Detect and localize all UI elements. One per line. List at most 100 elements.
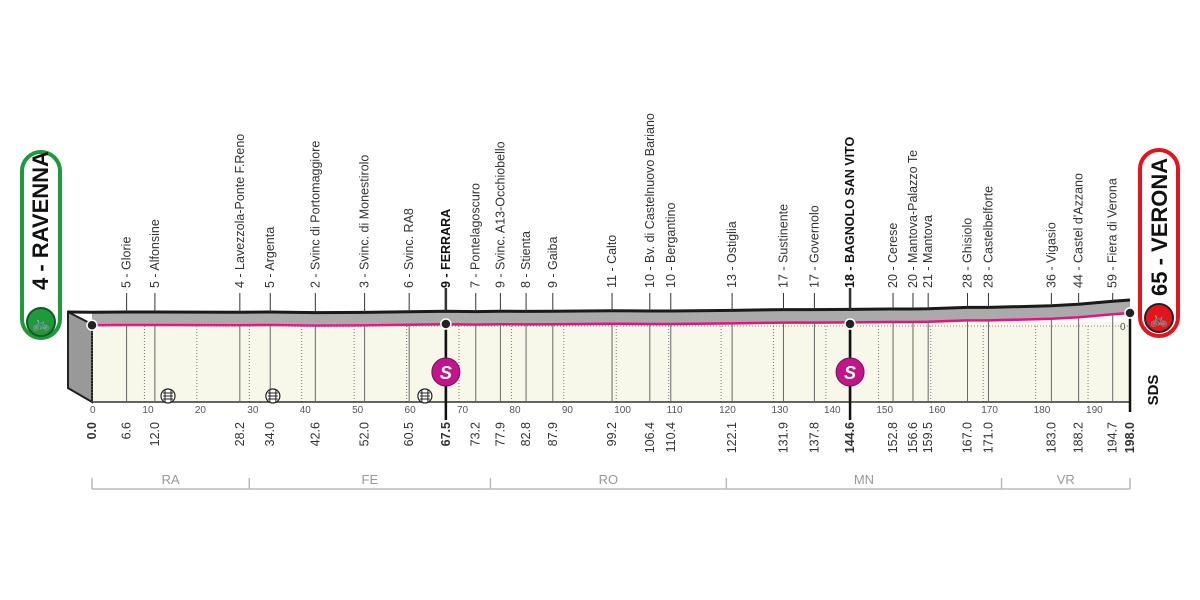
waypoint-label: 5 - Glorie xyxy=(120,237,134,288)
province-label: MN xyxy=(854,472,874,487)
profile-band xyxy=(92,300,1130,326)
waypoint-label: 2 - Svinc di Portomaggiore xyxy=(308,141,322,288)
sds-logo: SDS xyxy=(1145,375,1162,406)
finish-point xyxy=(1124,307,1136,319)
km-label: 67.5 xyxy=(439,422,453,446)
km-label: 122.1 xyxy=(725,422,739,453)
cyclist-start-glyph: 🚲 xyxy=(32,315,51,332)
waypoint-label: 17 - Governolo xyxy=(807,205,821,288)
waypoint-label: 9 - FERRARA xyxy=(439,209,453,288)
km-label: 131.9 xyxy=(776,422,790,453)
km-label: 12.0 xyxy=(148,422,162,446)
sprint-icon-label: S xyxy=(440,363,452,383)
waypoint-label: 9 - Gaiba xyxy=(546,237,560,288)
x-tick-label: 190 xyxy=(1086,405,1103,416)
sprint-icon xyxy=(431,357,461,387)
start-point xyxy=(86,319,98,331)
x-tick-label: 40 xyxy=(300,405,312,416)
waypoint-label: 5 - Argenta xyxy=(263,227,277,288)
waypoint-label: 36 - Vigasio xyxy=(1044,222,1058,288)
waypoint-label: 8 - Stienta xyxy=(519,231,533,288)
x-tick-label: 170 xyxy=(981,405,998,416)
x-tick-label: 80 xyxy=(509,405,521,416)
x-tick-label: 140 xyxy=(824,405,841,416)
finish-label: 65 - VERONA xyxy=(1147,158,1172,296)
km-label: 28.2 xyxy=(233,422,247,446)
province-label: FE xyxy=(362,472,379,487)
x-tick-label: 180 xyxy=(1034,405,1051,416)
sprint-icon xyxy=(835,357,865,387)
plot-area xyxy=(92,322,1130,402)
km-label: 82.8 xyxy=(519,422,533,446)
x-tick-label: 20 xyxy=(195,405,207,416)
km-label: 188.2 xyxy=(1072,422,1086,453)
waypoint-label: 11 - Calto xyxy=(605,235,619,288)
km-label: 144.6 xyxy=(843,422,857,453)
waypoint-label: 20 - Mantova-Palazzo Te xyxy=(906,150,920,288)
km-label: 6.6 xyxy=(120,422,134,439)
province-label: RA xyxy=(162,472,180,487)
x-tick-label: 100 xyxy=(614,405,631,416)
x-tick-label: 30 xyxy=(247,405,259,416)
km-label: 183.0 xyxy=(1044,422,1058,453)
waypoint-label: 10 - Bv. di Castelnuovo Bariano xyxy=(643,113,657,288)
cyclist-finish-icon xyxy=(1144,303,1174,333)
sprint-icon-label: S xyxy=(844,363,856,383)
level-crossing-icon-rails xyxy=(419,390,430,402)
start-label: 4 - RAVENNA xyxy=(28,151,53,290)
km-label: 194.7 xyxy=(1106,422,1120,453)
km-label: 156.6 xyxy=(906,422,920,453)
km-label: 110.4 xyxy=(664,422,678,452)
waypoint-label: 13 - Ostiglia xyxy=(725,221,739,288)
waypoint-label: 44 - Castel d'Azzano xyxy=(1072,173,1086,288)
finish-km-label: 198.0 xyxy=(1123,422,1137,453)
waypoint-label: 10 - Bergantino xyxy=(664,202,678,288)
elevation-axis-label: 0 xyxy=(1120,322,1126,333)
x-tick-label: 70 xyxy=(457,405,469,416)
province-label: VR xyxy=(1057,472,1075,487)
km-label: 106.4 xyxy=(643,422,657,453)
km-label: 167.0 xyxy=(960,422,974,453)
start-km-label: 0.0 xyxy=(85,422,99,439)
start-badge xyxy=(20,150,62,340)
x-tick-label: 130 xyxy=(772,405,789,416)
km-label: 60.5 xyxy=(402,422,416,446)
waypoint-label: 4 - Lavezzola-Ponte F.Reno xyxy=(233,134,247,288)
km-label: 152.8 xyxy=(886,422,900,453)
sprint-point xyxy=(844,318,856,330)
waypoint-label: 28 - Ghisiolo xyxy=(960,218,974,288)
x-tick-label: 10 xyxy=(142,405,154,416)
km-label: 99.2 xyxy=(605,422,619,446)
km-label: 137.8 xyxy=(807,422,821,453)
km-label: 87.9 xyxy=(546,422,560,446)
profile-line xyxy=(67,298,1131,315)
x-tick-label: 160 xyxy=(929,405,946,416)
x-tick-label: 90 xyxy=(562,405,574,416)
waypoint-label: 28 - Castelbelforte xyxy=(981,186,995,288)
waypoint-label: 3 - Svinc. di Monestirolo xyxy=(358,155,372,288)
waypoint-label: 20 - Cerese xyxy=(886,223,900,288)
cyclist-finish-glyph: 🚲 xyxy=(1150,311,1169,328)
km-label: 42.6 xyxy=(308,422,322,446)
sprint-point xyxy=(440,318,452,330)
waypoint-label: 17 - Sustinente xyxy=(776,204,790,288)
province-label: RO xyxy=(599,472,619,487)
waypoint-label: 6 - Svinc. RA8 xyxy=(402,208,416,288)
km-label: 77.9 xyxy=(493,422,507,446)
waypoint-label: 18 - BAGNOLO SAN VITO xyxy=(843,137,857,288)
x-tick-label: 0 xyxy=(90,405,96,416)
waypoint-label: 59 - Fiera di Verona xyxy=(1106,178,1120,288)
level-crossing-icon-rails xyxy=(163,390,174,402)
x-tick-label: 150 xyxy=(876,405,893,416)
km-label: 159.5 xyxy=(921,422,935,453)
waypoint-label: 7 - Pontelagoscuro xyxy=(469,183,483,288)
waypoint-label: 5 - Alfonsine xyxy=(148,219,162,288)
km-label: 34.0 xyxy=(263,422,277,446)
x-tick-label: 110 xyxy=(667,405,683,416)
x-tick-label: 50 xyxy=(352,405,364,416)
finish-badge xyxy=(1138,148,1180,338)
cyclist-start-icon xyxy=(26,307,56,337)
x-tick-label: 120 xyxy=(719,405,736,416)
km-label: 52.0 xyxy=(358,422,372,446)
